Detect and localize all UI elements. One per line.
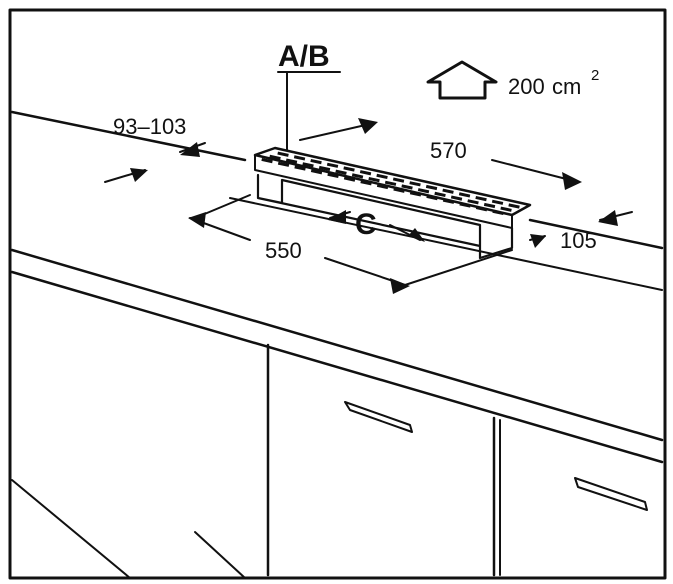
vent-slot [302,162,314,168]
dim-550-extension-2 [404,249,513,286]
worktop-back-edge-right [528,218,664,250]
vent-slot [376,183,389,190]
arrowhead-570-right [562,172,582,190]
arrowhead-550-right [390,278,410,294]
vent-slot [343,166,355,172]
vent-slot [491,199,504,205]
vent-slot [442,188,454,194]
worktop-back-edge [10,110,247,162]
vent-slot [409,181,421,187]
vent-slot [318,165,331,172]
vent-slot [376,173,388,180]
label-vent-area-value: 200 [508,74,545,99]
vent-slot [508,203,520,209]
arrowhead-105-bottom [530,234,546,248]
vent-slot [368,177,380,183]
label-vent-area-unit: cm [552,74,581,99]
label-c: C [355,208,377,241]
vent-slot [401,184,413,190]
vent-slot [450,195,463,201]
vent-slot [277,151,289,157]
vent-slot [426,194,438,201]
label-105: 105 [560,228,597,253]
vent-slot [327,172,339,179]
diagram-frame [8,8,667,580]
label-vent-area-exp: 2 [591,67,599,84]
vent-slots [261,151,520,216]
arrowhead-c-right [408,228,425,242]
arrowhead-550-left [188,212,206,228]
airflow-house-icon [426,60,498,100]
vent-slot [425,184,438,191]
vent-slot [269,154,281,161]
worktop-front-edge [10,248,664,442]
cabinet-handle-right [574,477,648,511]
plinth-line-2 [194,531,246,579]
vent-slot [359,170,372,176]
vent-slot [492,209,504,216]
vent-slot [392,177,405,183]
worktop-front-edge-lower [10,270,664,464]
plinth-line [11,479,131,579]
vent-slot [294,165,306,171]
vent-slot [335,169,347,175]
vent-slot [360,180,372,186]
vent-slot [458,192,471,198]
cabinet-handle-left [344,401,413,433]
arrowhead-105-top [598,210,618,226]
cutout-box [256,173,514,260]
vent-slot [393,187,405,193]
vent-slot [261,158,273,164]
vent-slot [310,169,323,175]
vent-slot [417,188,430,194]
arrowhead-c-left [328,210,346,224]
vent-slot [409,191,422,197]
vent-slot [459,202,471,208]
vent-slot [310,158,322,165]
vent-slot [434,191,446,198]
vent-slot [442,198,455,204]
vent-slot [326,162,339,168]
vent-slot [483,202,496,209]
vent-grille [253,146,532,217]
vent-slot [285,158,298,164]
vent-slot [467,199,479,205]
label-550: 550 [265,238,302,263]
vent-slot [475,206,488,212]
label-ab: A/B [278,40,330,73]
arrowhead-570-left [358,118,378,134]
dim-570-line-left [299,123,371,141]
worktop-inner-line [229,197,663,291]
arrowhead-93-bottom [130,168,148,182]
arrowhead-93-top [180,142,200,157]
vent-slot [293,155,306,161]
vent-grille-side [254,154,513,229]
label-570: 570 [430,138,467,163]
label-93-103: 93–103 [113,114,186,139]
vent-slot [384,180,397,186]
vent-slot [351,173,364,179]
vent-slot [475,196,487,202]
vent-slot [343,176,356,182]
vent-slot [277,161,290,167]
vent-slot [500,206,512,212]
